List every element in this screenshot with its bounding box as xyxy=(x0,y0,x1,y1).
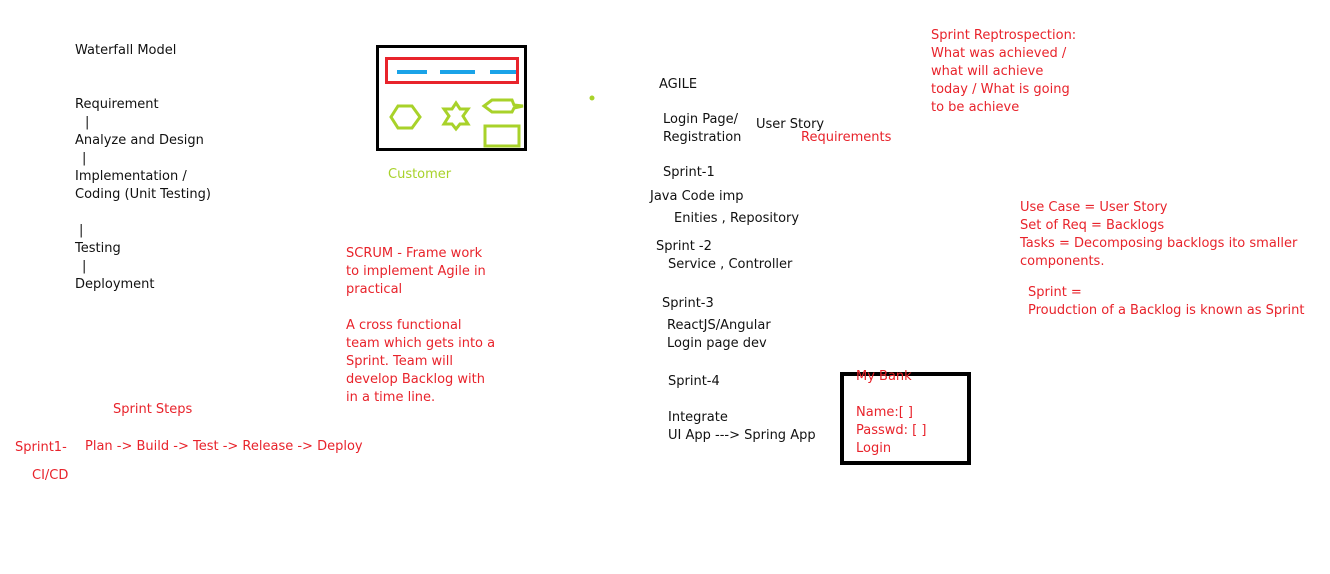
bank-title: My Bank xyxy=(856,369,912,384)
definition-line: Use Case = User Story xyxy=(1020,200,1168,215)
retrospection-line: what will achieve xyxy=(931,64,1044,79)
sprint-1-label: Sprint-1 xyxy=(663,165,715,180)
ui-to-spring-label: UI App ---> Spring App xyxy=(668,428,816,443)
waterfall-step-implementation: Implementation / xyxy=(75,169,187,184)
scrum-note-line: to implement Agile in xyxy=(346,264,486,279)
integrate-label: Integrate xyxy=(668,410,728,425)
scrum-note-line: Sprint. Team will xyxy=(346,354,454,369)
requirements-label: Requirements xyxy=(801,130,892,145)
agile-title: AGILE xyxy=(659,77,698,92)
arrow-shape-icon xyxy=(481,98,524,114)
definition-line: Set of Req = Backlogs xyxy=(1020,218,1165,233)
retrospection-line: Sprint Reptrospection: xyxy=(931,28,1077,43)
waterfall-step-analyze-design: Analyze and Design xyxy=(75,133,204,148)
bank-name-field: Name:[ ] xyxy=(856,405,914,420)
registration-line: Registration xyxy=(663,130,742,145)
scrum-note-line: in a time line. xyxy=(346,390,436,405)
java-code-label: Java Code imp xyxy=(650,189,744,204)
sketch-rect xyxy=(483,124,521,148)
customer-label: Customer xyxy=(388,167,452,182)
bank-form-sketch xyxy=(840,372,971,465)
definition-line: Tasks = Decomposing backlogs ito smaller xyxy=(1020,236,1298,251)
retrospection-line: to be achieve xyxy=(931,100,1020,115)
retrospection-line: What was achieved / xyxy=(931,46,1067,61)
sprint-2-label: Sprint -2 xyxy=(656,239,712,254)
sprint1-label: Sprint1- xyxy=(15,440,67,455)
service-label: Service , Controller xyxy=(668,257,793,272)
login-page-line: Login Page/ xyxy=(663,112,739,127)
cicd-label: CI/CD xyxy=(32,468,69,483)
scrum-note-line: develop Backlog with xyxy=(346,372,485,387)
react-label: ReactJS/Angular xyxy=(667,318,771,333)
scrum-note-line: A cross functional xyxy=(346,318,462,333)
scrum-note-line: practical xyxy=(346,282,403,297)
waterfall-step-requirement: Requirement xyxy=(75,97,159,112)
login-dev-label: Login page dev xyxy=(667,336,767,351)
customer-ui-sketch xyxy=(376,45,527,151)
waterfall-title: Waterfall Model xyxy=(75,43,177,58)
sprint-definition-line: Proudction of a Backlog is known as Spri… xyxy=(1028,303,1305,318)
sketch-header-bar xyxy=(385,57,519,84)
bank-login-label: Login xyxy=(856,441,892,456)
definition-line: components. xyxy=(1020,254,1105,269)
sprint-3-label: Sprint-3 xyxy=(662,296,714,311)
user-story-label: User Story xyxy=(756,117,825,132)
sprint-flow: Plan -> Build -> Test -> Release -> Depl… xyxy=(85,439,363,454)
waterfall-step-coding: Coding (Unit Testing) xyxy=(75,187,211,202)
waterfall-connector: | xyxy=(85,115,90,130)
waterfall-step-deployment: Deployment xyxy=(75,277,155,292)
lime-dot xyxy=(589,95,595,101)
retrospection-line: today / What is going xyxy=(931,82,1070,97)
scrum-note-line: SCRUM - Frame work xyxy=(346,246,483,261)
hexagon-icon xyxy=(389,104,422,130)
bank-password-field: Passwd: [ ] xyxy=(856,423,927,438)
waterfall-connector: | xyxy=(82,151,87,166)
star-icon xyxy=(441,100,471,132)
waterfall-step-testing: Testing xyxy=(75,241,121,256)
scrum-note-line: team which gets into a xyxy=(346,336,496,351)
sprint-4-label: Sprint-4 xyxy=(668,374,720,389)
entities-label: Enities , Repository xyxy=(674,211,800,226)
waterfall-connector: | xyxy=(79,223,84,238)
sprint-definition-line: Sprint = xyxy=(1028,285,1082,300)
sprint-steps-heading: Sprint Steps xyxy=(113,402,193,417)
waterfall-connector: | xyxy=(82,259,87,274)
